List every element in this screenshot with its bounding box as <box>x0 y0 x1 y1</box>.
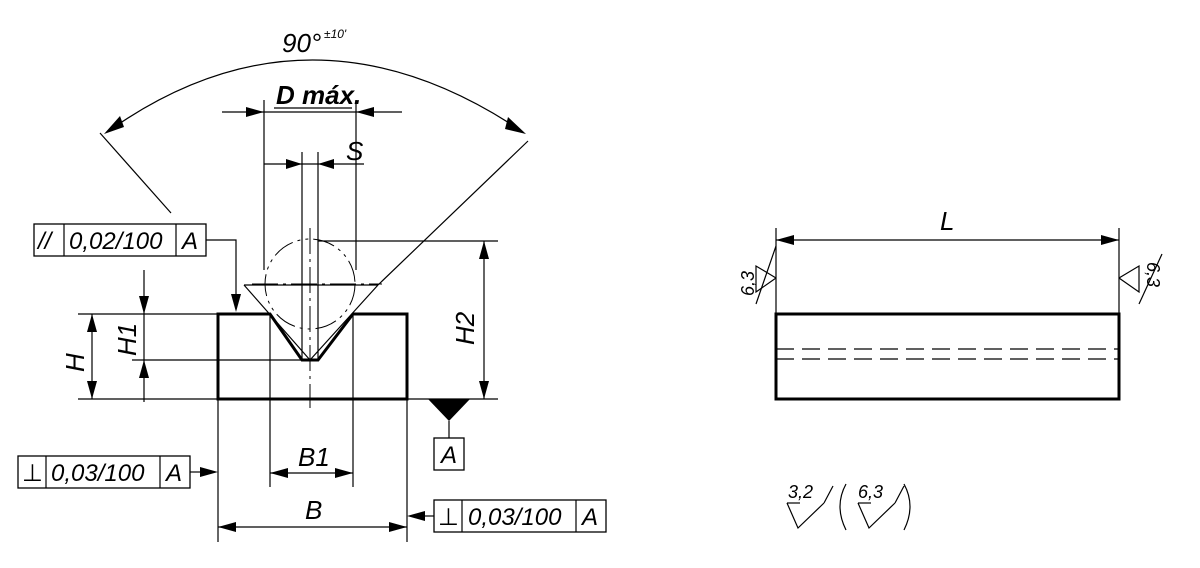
general-surface-symbol <box>786 502 825 530</box>
dim-l: L <box>940 206 954 236</box>
angle-tolerance: ±10' <box>324 27 347 41</box>
perp-right-tolerance: 0,03/100 <box>468 504 562 531</box>
surface-symbol-right: 6,3 <box>1118 253 1163 305</box>
surface-left-value: 6,3 <box>738 271 758 296</box>
bracket-surface-symbol <box>857 502 896 530</box>
dim-d-max: D máx. <box>276 80 361 110</box>
perp-frame-left: ⊥ 0,03/100 A <box>17 455 218 489</box>
l-arrow-right <box>1101 235 1119 245</box>
angle-arrow-right <box>505 117 526 134</box>
h-arrow-top <box>87 314 97 332</box>
perp-left-frame-box <box>17 455 191 489</box>
angle-arc <box>109 59 521 131</box>
dim-h: H <box>60 353 90 372</box>
angle-extension-left <box>99 132 172 214</box>
datum-label: A <box>439 442 457 469</box>
angle-extension-right <box>377 140 529 286</box>
dim-h1: H1 <box>112 323 142 356</box>
perp-left-tolerance: 0,03/100 <box>51 460 145 487</box>
h2-arrow-top <box>479 241 489 259</box>
dmax-arrow-left <box>246 107 264 117</box>
parallelism-frame: // 0,02/100 A <box>33 223 241 312</box>
dmax-arrow-right <box>356 107 374 117</box>
dim-s: S <box>346 136 364 166</box>
b1-arrow-right <box>335 468 353 478</box>
surface-finish-note: 3,2 6,3 <box>786 482 911 531</box>
dim-b1: B1 <box>298 442 330 472</box>
parallelism-leader <box>206 239 237 298</box>
parallelism-datum: A <box>180 228 198 255</box>
surface-general-value: 3,2 <box>788 482 813 502</box>
surface-symbol-left: 6,3 <box>738 245 777 305</box>
bracket-right <box>903 483 911 531</box>
angle-arrow-left <box>104 116 124 134</box>
side-outline <box>774 312 1121 401</box>
surface-right-triangle <box>1118 264 1140 294</box>
dim-b: B <box>305 495 322 525</box>
surface-left-triangle <box>755 264 777 294</box>
h-arrow-bottom <box>87 381 97 399</box>
h1-arrow-bottom <box>139 360 149 378</box>
bracket-left <box>839 483 847 531</box>
l-arrow-left <box>776 235 794 245</box>
v-block-front-view: 90° ±10' D máx. S H2 H H1 <box>17 27 607 542</box>
v-line-right <box>309 284 379 361</box>
s-arrow-left <box>286 159 302 169</box>
datum-box <box>433 437 465 471</box>
perp-left-datum: A <box>164 460 182 487</box>
perp-right-datum: A <box>580 504 598 531</box>
parallelism-arrow <box>231 294 241 312</box>
s-arrow-right <box>318 159 334 169</box>
perp-right-arrow <box>407 511 425 521</box>
general-surface-stroke <box>823 485 834 504</box>
angle-value: 90° <box>282 28 321 58</box>
b-arrow-left <box>218 522 236 532</box>
dim-h2: H2 <box>450 311 480 345</box>
h2-arrow-bottom <box>479 381 489 399</box>
surface-left-stroke <box>755 245 777 305</box>
perp-frame-right: ⊥ 0,03/100 A <box>407 499 607 533</box>
bracket-surface-stroke <box>894 485 905 504</box>
parallelism-frame-box <box>33 223 207 257</box>
parallelism-symbol: // <box>36 228 54 255</box>
datum-triangle <box>428 399 470 421</box>
perp-left-arrow <box>200 467 218 477</box>
surface-bracket-value: 6,3 <box>858 482 883 502</box>
perp-right-symbol: ⊥ <box>438 504 459 531</box>
v-block-side-view: L 6,3 6,3 3,2 6,3 <box>738 206 1163 531</box>
v-line-left <box>243 284 311 361</box>
surface-right-stroke <box>1138 253 1163 305</box>
surface-right-value: 6,3 <box>1143 262 1163 287</box>
h1-arrow-top <box>139 296 149 314</box>
perp-left-symbol: ⊥ <box>22 460 43 487</box>
b-arrow-right <box>389 522 407 532</box>
parallelism-tolerance: 0,02/100 <box>69 228 163 255</box>
b1-arrow-left <box>270 468 288 478</box>
